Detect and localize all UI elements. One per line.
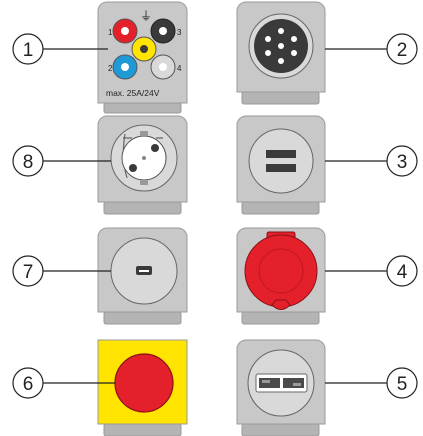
twin-slot-socket-icon [249, 129, 313, 193]
rating-label: max. 25A/24V [106, 88, 160, 98]
ground-symbol-icon: ⏚ [140, 9, 152, 23]
panel-emergency-stop [98, 340, 187, 436]
jack-4-grey [151, 55, 175, 79]
leader-lines [43, 49, 387, 383]
callout-1: 1 [13, 34, 43, 64]
callout-7-label: 7 [23, 262, 34, 283]
jack-ground-yellow [132, 37, 156, 61]
jack-label-2: 2 [108, 64, 113, 73]
callout-6: 6 [13, 368, 43, 398]
callout-8-label: 8 [23, 152, 34, 173]
jack-3-black [151, 19, 175, 43]
callout-2: 2 [387, 34, 417, 64]
callout-1-label: 1 [23, 40, 34, 61]
jack-label-1: 1 [108, 28, 113, 37]
callout-8: 8 [13, 146, 43, 176]
schuko-socket-icon [111, 125, 177, 191]
seven-pin-socket-icon [249, 14, 313, 78]
jack-label-3: 3 [177, 28, 182, 37]
callout-5-label: 5 [397, 374, 408, 395]
usb-socket-icon [111, 238, 177, 304]
emergency-stop-icon [115, 354, 173, 412]
callout-7: 7 [13, 256, 43, 286]
callout-4: 4 [387, 256, 417, 286]
panel-seven-pin-socket [237, 2, 325, 104]
callout-3: 3 [387, 146, 417, 176]
panel-schuko-socket [98, 116, 187, 214]
anderson-connector-icon [248, 350, 314, 416]
callout-3-label: 3 [397, 152, 408, 173]
panel-cee-red-socket [237, 228, 325, 324]
panel-twin-slot-socket [237, 116, 325, 214]
callout-4-label: 4 [397, 262, 408, 283]
jack-label-4: 4 [177, 64, 182, 73]
jack-1-red [113, 19, 137, 43]
callout-6-label: 6 [23, 374, 34, 395]
callout-5: 5 [387, 368, 417, 398]
panel-usb-socket [98, 228, 187, 324]
callout-2-label: 2 [397, 40, 408, 61]
jack-2-blue [113, 55, 137, 79]
panel-banana-jacks: 1 2 3 4 ⏚ max. 25A/24V [98, 2, 187, 113]
panel-anderson-connector [237, 340, 325, 436]
